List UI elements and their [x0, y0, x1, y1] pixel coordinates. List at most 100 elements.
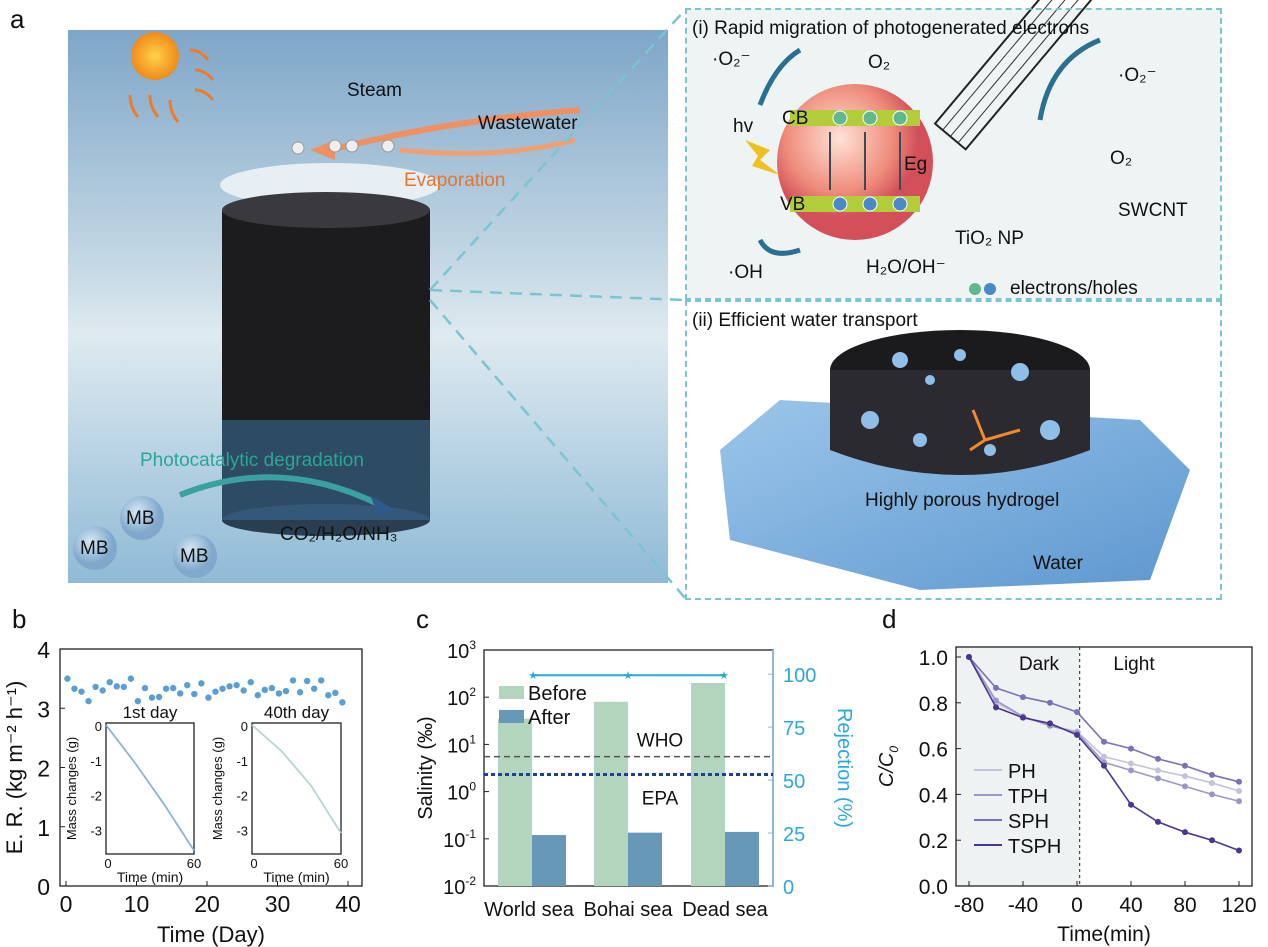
mb-label-1: MB	[80, 538, 109, 559]
data-point-ph	[1128, 760, 1134, 767]
data-point-b	[177, 690, 184, 697]
legend-label-sph: SPH	[1008, 811, 1049, 833]
y-tick-label-d: 0.2	[919, 830, 948, 853]
evaporation-label: Evaporation	[404, 170, 506, 191]
inset-x-tick-label: 0	[250, 856, 257, 871]
panel-label-a: a	[10, 4, 25, 34]
data-point-ph	[1209, 779, 1215, 786]
data-point-b	[169, 684, 177, 692]
oxygen-label-top: O₂	[868, 52, 891, 73]
y-tick-label-c: 101	[447, 732, 476, 757]
inset-y-tick-label: -2	[90, 789, 102, 804]
inset-frame	[251, 722, 342, 855]
y-tick-label-d: 0.8	[919, 693, 948, 716]
data-point-sph	[1074, 708, 1080, 715]
legend-label-tsph: TSPH	[1008, 836, 1061, 858]
inset-y-tick-label: 0	[95, 719, 102, 734]
inset-title: 40th day	[264, 703, 330, 722]
data-point-b	[184, 681, 191, 689]
data-point-b	[71, 685, 78, 692]
data-point-b	[205, 694, 212, 701]
box-ii-title: (ii) Efficient water transport	[692, 310, 918, 331]
y-tick-label-c: 10-1	[443, 827, 476, 852]
mb-molecule-2	[120, 496, 164, 540]
data-point-b	[134, 697, 142, 705]
data-point-sph	[1209, 771, 1215, 778]
inset-x-tick-label: 60	[187, 856, 201, 871]
data-point-sph	[1047, 699, 1053, 706]
x-tick-label-d: -40	[1008, 894, 1038, 917]
y-right-axis-label-c: Rejection (%)	[833, 708, 855, 828]
panel-label-c: c	[416, 604, 429, 634]
bar-after	[532, 835, 566, 886]
data-point-sph	[1101, 738, 1107, 745]
panel-label-d: d	[882, 604, 897, 634]
conduction-band	[790, 110, 920, 126]
y-tick-label-b: 0	[37, 874, 50, 900]
steam-arrow	[329, 107, 581, 153]
data-point-ph	[1182, 773, 1188, 780]
water-hydroxide-label: H₂O/OH⁻	[866, 257, 946, 278]
data-point-ph	[1236, 787, 1242, 794]
inset-y-axis-label: Mass changes (g)	[210, 737, 225, 840]
inset-line	[105, 724, 195, 852]
y-tick-label-d: 0.6	[919, 739, 948, 762]
data-point-b	[113, 683, 120, 690]
data-point-b	[78, 688, 85, 695]
bar-before	[498, 718, 532, 886]
x-tick-label-b: 20	[194, 891, 220, 917]
y-right-tick-label-c: 25	[783, 824, 805, 846]
legend-label-ph: PH	[1008, 761, 1036, 783]
y-tick-label-d: 0.4	[919, 784, 949, 807]
y-axis-label-d: C/C0	[876, 746, 901, 787]
data-point-b	[296, 689, 304, 696]
data-point-b	[99, 687, 106, 694]
y-right-tick-label-c: 75	[783, 718, 805, 740]
data-point-b	[120, 683, 128, 691]
data-point-tsph	[993, 704, 999, 711]
data-point-b	[92, 683, 99, 691]
mb-molecule-3	[173, 534, 217, 578]
swcnt-icon	[933, 0, 1096, 151]
rejection-point: ★	[528, 670, 538, 682]
data-point-ph	[1101, 753, 1107, 760]
x-axis-label-d: Time(min)	[1057, 923, 1151, 946]
data-point-b	[219, 685, 226, 692]
data-point-b	[254, 692, 261, 699]
data-point-b	[289, 677, 297, 684]
inset-y-tick-label: -3	[90, 824, 102, 839]
valence-band	[790, 196, 920, 212]
inset-x-tick-label: 0	[104, 856, 111, 871]
legend-label-tph: TPH	[1008, 786, 1048, 808]
legend-swatch-after	[499, 710, 524, 723]
water-label: Water	[1033, 553, 1083, 574]
data-point-b	[106, 678, 113, 686]
inset-y-tick-label: -1	[90, 754, 102, 769]
inset-y-tick-label: -3	[236, 824, 248, 839]
x-category-label-c: Dead sea	[682, 899, 768, 921]
data-point-tsph	[1074, 731, 1080, 738]
y-tick-label-c: 102	[447, 685, 476, 710]
callout-box-electron-migration	[685, 8, 1222, 300]
photocatalytic-degradation-label: Photocatalytic degradation	[140, 450, 364, 471]
wastewater-label: Wastewater	[478, 113, 578, 134]
data-point-tsph	[1236, 847, 1242, 854]
swcnt-label: SWCNT	[1118, 200, 1188, 221]
legend-label-before: Before	[528, 683, 587, 705]
data-point-b	[275, 690, 283, 697]
y-tick-label-c: 103	[447, 638, 476, 663]
x-tick-label-d: 80	[1173, 894, 1196, 917]
rejection-point: ★	[719, 670, 729, 682]
data-point-b	[303, 677, 311, 685]
x-axis-label-b: Time (Day)	[157, 922, 265, 947]
sunlight-rays-icon	[128, 48, 215, 123]
y-tick-label-b: 1	[37, 815, 50, 841]
box-i-title: (i) Rapid migration of photogenerated el…	[692, 18, 1090, 39]
data-point-b	[64, 675, 71, 682]
data-point-b	[339, 699, 346, 706]
x-tick-label-d: 0	[1071, 894, 1083, 917]
dark-label: Dark	[1019, 654, 1060, 675]
plot-frame-d	[955, 646, 1253, 887]
mb-molecule-1	[73, 526, 117, 570]
inset-y-tick-label: 0	[241, 719, 248, 734]
